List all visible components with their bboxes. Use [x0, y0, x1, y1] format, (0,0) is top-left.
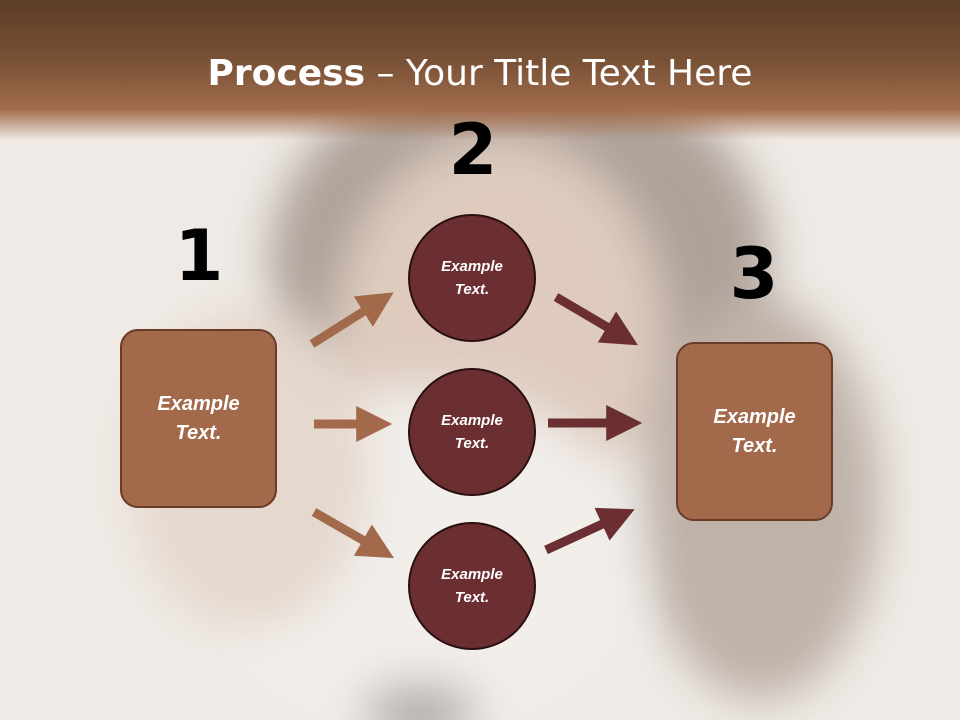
- step-number-2: 2: [448, 109, 498, 191]
- arrow-1-to-bottom: [311, 508, 395, 559]
- circle-top-text: Example Text.: [441, 258, 503, 298]
- slide-title: Process – Your Title Text Here: [0, 52, 960, 96]
- arrow-top-to-3: [553, 293, 638, 346]
- title-rest: – Your Title Text Here: [365, 53, 753, 94]
- step-number-3: 3: [729, 233, 779, 315]
- arrow-bottom-to-3: [544, 507, 635, 555]
- title-bold: Process: [207, 53, 366, 94]
- arrow-1-to-top: [309, 292, 394, 348]
- step-2-circle-top: Example Text.: [408, 214, 536, 342]
- circle-bottom-text: Example Text.: [441, 566, 503, 606]
- step-1-box: Example Text.: [120, 329, 277, 508]
- step-1-text: Example Text.: [157, 392, 240, 444]
- circle-middle-text: Example Text.: [441, 412, 503, 452]
- step-number-1: 1: [174, 215, 224, 297]
- step-3-box: Example Text.: [676, 342, 833, 521]
- step-2-circle-middle: Example Text.: [408, 368, 536, 496]
- step-2-circle-bottom: Example Text.: [408, 522, 536, 650]
- step-3-text: Example Text.: [713, 405, 796, 457]
- title-band: [0, 0, 960, 140]
